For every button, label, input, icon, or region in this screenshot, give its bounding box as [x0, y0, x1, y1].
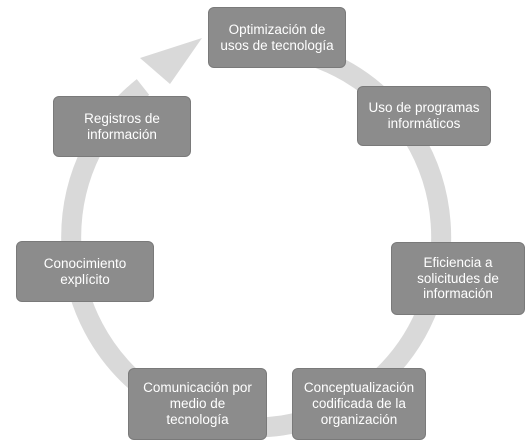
node-label: Conocimiento explícito — [43, 255, 127, 287]
node-label: Eficiencia a solicitudes de información — [417, 254, 499, 302]
cycle-arrowhead — [140, 38, 202, 84]
node-optimizacion-tecnologia: Optimización de usos de tecnología — [208, 7, 346, 68]
node-label: Conceptualización codificada de la organ… — [303, 380, 415, 427]
node-conceptualizacion: Conceptualización codificada de la organ… — [292, 368, 426, 440]
node-eficiencia-solicitudes: Eficiencia a solicitudes de información — [391, 242, 525, 315]
node-label: Registros de información — [84, 110, 160, 142]
node-label: Optimización de usos de tecnología — [220, 21, 334, 53]
node-registros-informacion: Registros de información — [53, 96, 191, 157]
node-uso-programas: Uso de programas informáticos — [357, 86, 491, 146]
node-conocimiento-explicito: Conocimiento explícito — [16, 241, 154, 302]
node-label: Comunicación por medio de tecnología — [143, 380, 252, 427]
node-comunicacion-tecnologia: Comunicación por medio de tecnología — [128, 368, 267, 440]
node-label: Uso de programas informáticos — [368, 100, 480, 131]
